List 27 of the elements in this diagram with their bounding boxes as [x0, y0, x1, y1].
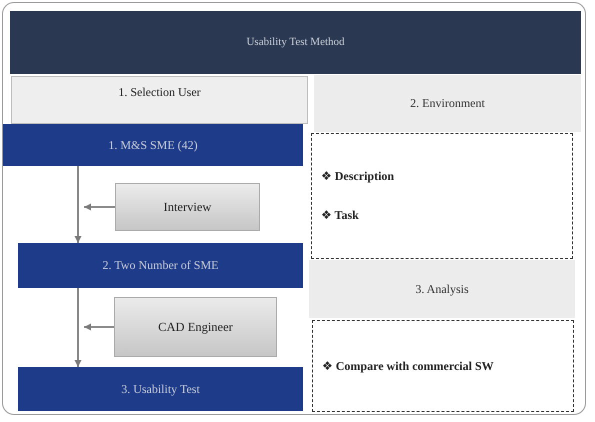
- step-bar: [3, 124, 303, 166]
- step-bar: [18, 243, 303, 288]
- heading-text: 1. Selection User: [118, 85, 201, 100]
- bullet-item: ❖ Compare with commercial SW: [322, 358, 494, 374]
- bullet-item: ❖ Task: [321, 208, 359, 223]
- heading-text: 3. Analysis: [415, 282, 469, 296]
- box-label: Interview: [164, 200, 212, 214]
- process-box: [115, 183, 260, 231]
- bullet-item: ❖ Description: [321, 169, 394, 184]
- heading-text: 2. Environment: [410, 96, 485, 111]
- step-label: 2. Two Number of SME: [102, 258, 218, 273]
- section-header: [11, 76, 308, 124]
- arrow: [74, 288, 82, 367]
- dashed-panel: [312, 320, 574, 412]
- section-header: [314, 75, 581, 132]
- box-label: CAD Engineer: [158, 320, 233, 334]
- title-band: [10, 11, 581, 74]
- step-bar: [18, 367, 303, 411]
- arrow: [84, 203, 115, 211]
- arrow: [74, 166, 82, 243]
- step-label: 1. M&S SME (42): [108, 138, 198, 152]
- section-header: [309, 260, 575, 318]
- title-text: Usability Test Method: [246, 35, 345, 50]
- dashed-panel: [311, 133, 573, 259]
- process-box: [114, 297, 277, 357]
- step-label: 3. Usability Test: [121, 382, 200, 396]
- arrow: [84, 323, 114, 331]
